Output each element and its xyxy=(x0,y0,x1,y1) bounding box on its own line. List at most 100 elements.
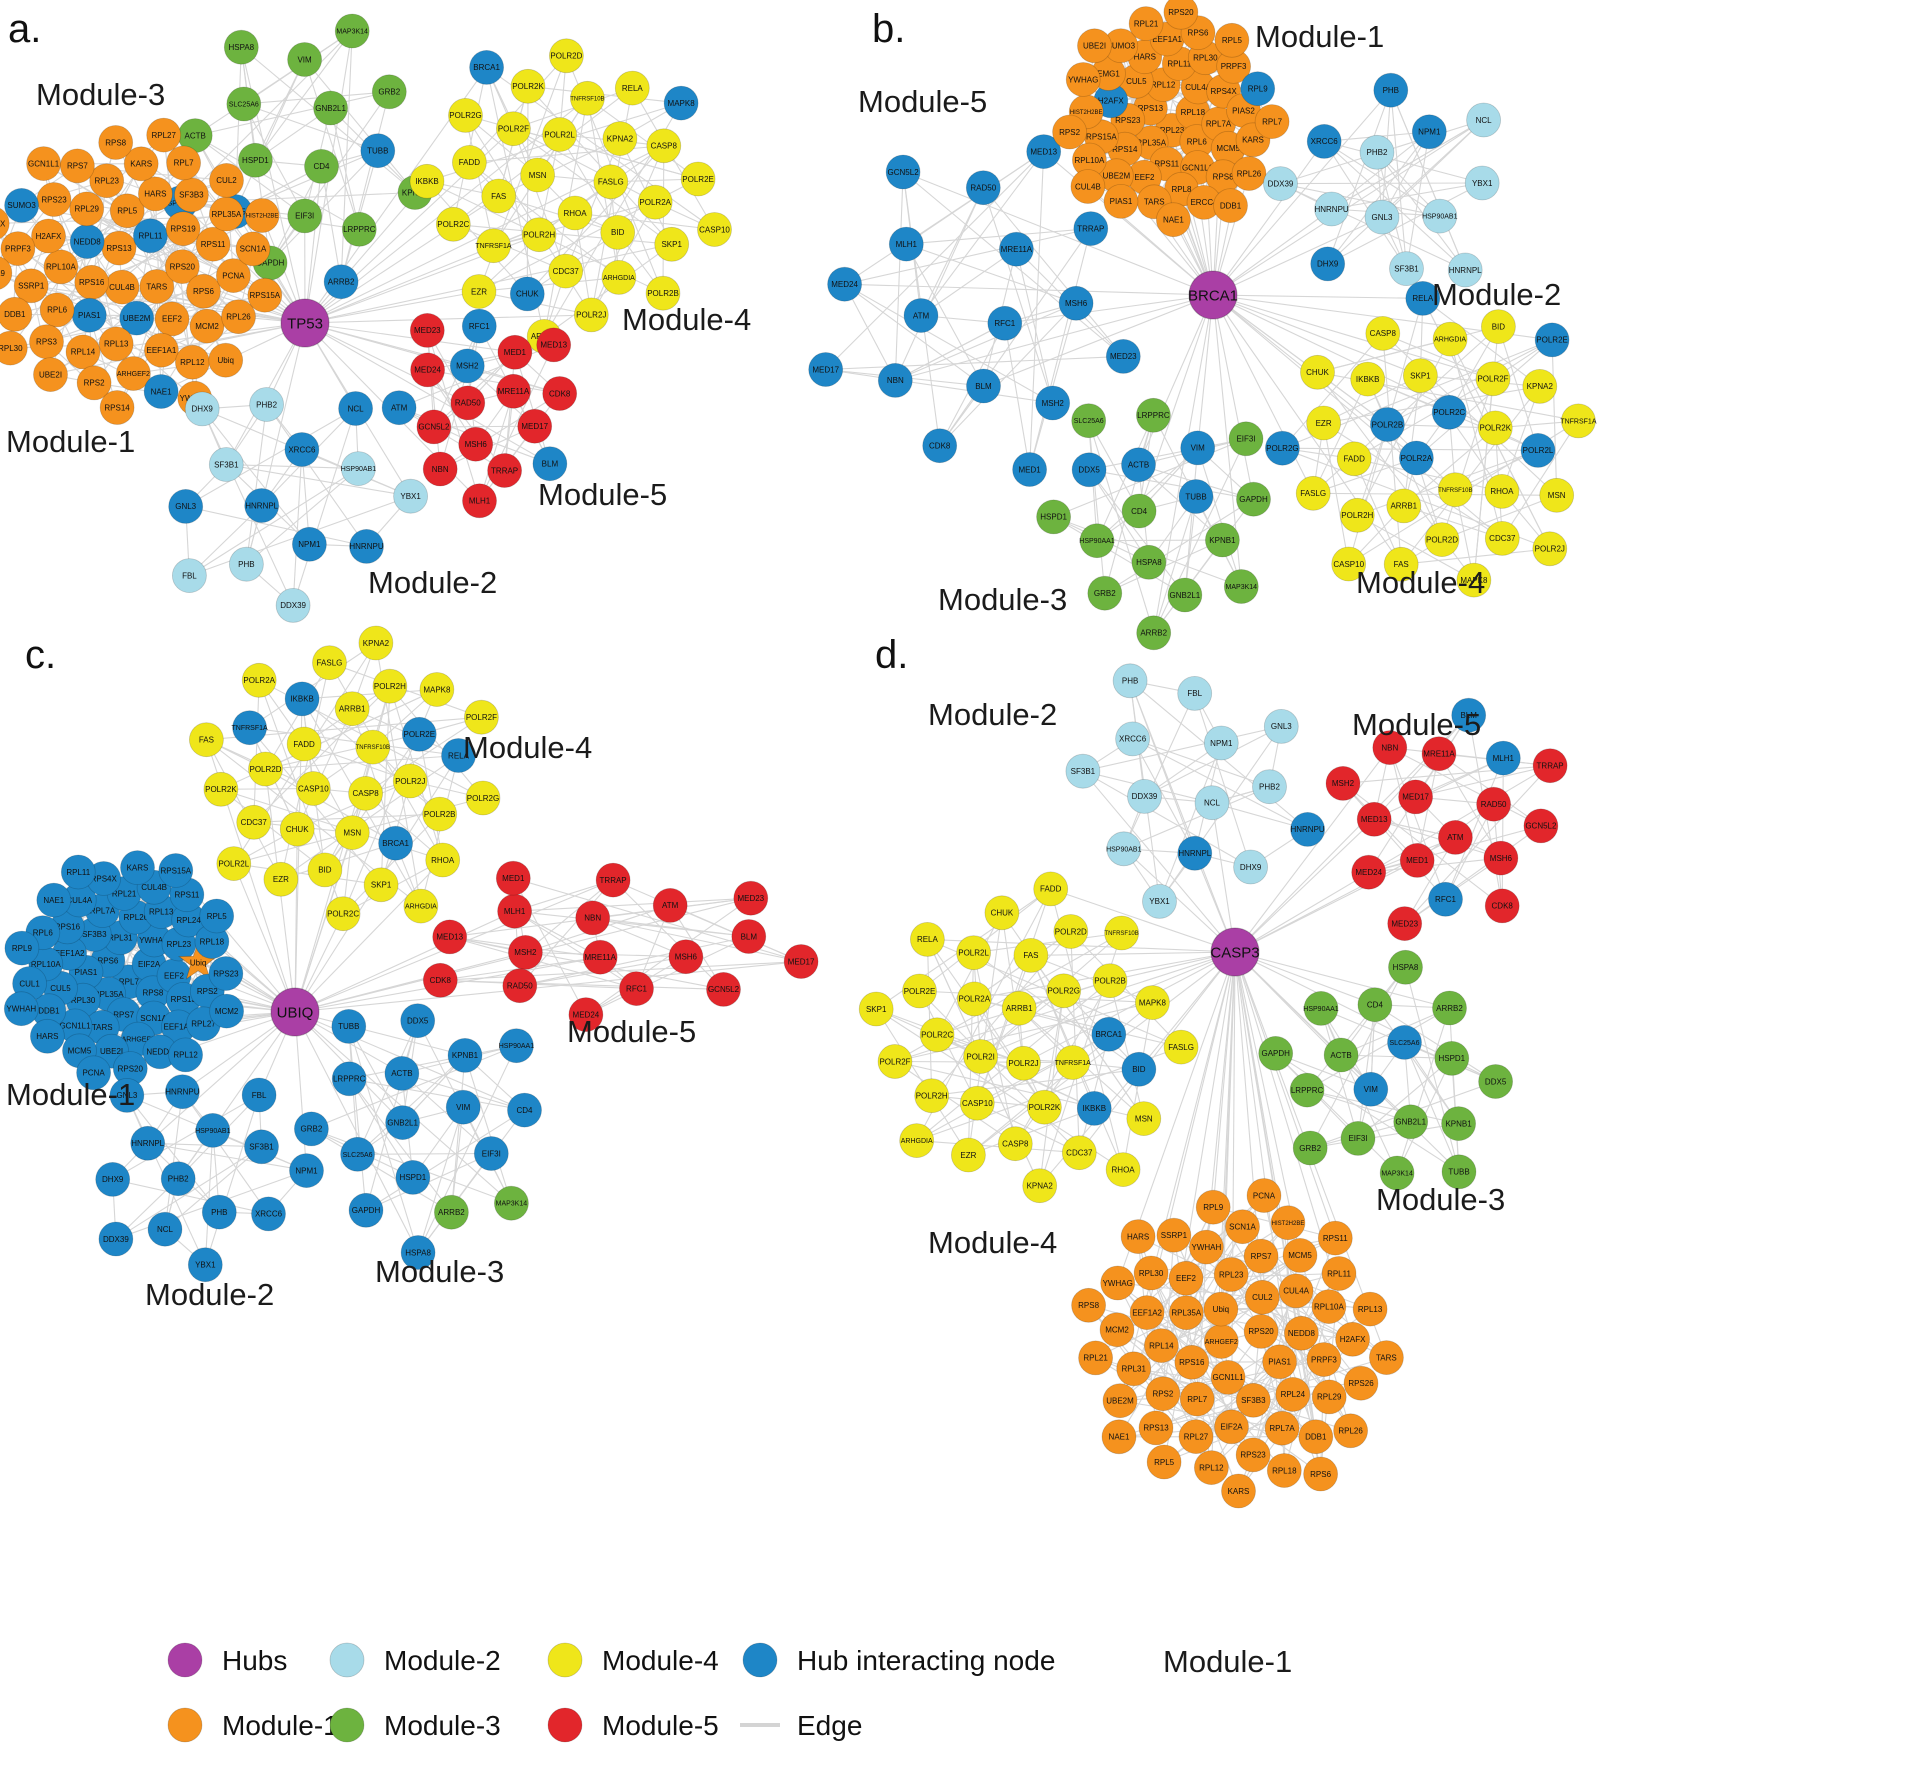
node-rps2: RPS2 xyxy=(1145,1376,1181,1412)
node-label: RPS3 xyxy=(36,338,57,347)
node-label: ARRB1 xyxy=(1006,1004,1033,1013)
node-label: DDB1 xyxy=(4,310,26,319)
edge xyxy=(1381,119,1484,218)
node-gnb2l1: GNB2L1 xyxy=(313,90,349,126)
node-circle xyxy=(510,68,546,104)
node-circle xyxy=(450,385,486,421)
node-label: RPL30 xyxy=(1193,54,1218,63)
node-grb2: GRB2 xyxy=(371,74,407,110)
node-circle xyxy=(549,38,584,74)
node-tubb: TUBB xyxy=(360,133,396,169)
node-rfc1: RFC1 xyxy=(619,971,654,1006)
node-label: RPS15A xyxy=(1086,133,1117,142)
node-tubb: TUBB xyxy=(1441,1154,1477,1190)
node-circle xyxy=(60,854,96,890)
edge xyxy=(10,343,117,349)
node-label: FADD xyxy=(293,740,315,749)
node-circle xyxy=(495,860,531,896)
node-circle xyxy=(109,193,145,229)
node-circle xyxy=(1077,28,1112,64)
node-cd4: CD4 xyxy=(507,1092,542,1128)
node-polr2g: POLR2G xyxy=(465,780,501,816)
node-slc25a6: SLC25A6 xyxy=(1071,403,1107,439)
node-circle xyxy=(1167,577,1203,613)
node-circle xyxy=(1121,493,1157,529)
node-label: MED23 xyxy=(737,894,764,903)
node-polr2l: POLR2L xyxy=(1520,432,1556,468)
edge xyxy=(1501,758,1504,906)
node-map3k14: MAP3K14 xyxy=(334,13,370,49)
node-circle xyxy=(1306,405,1341,441)
node-label: MRE11A xyxy=(584,953,616,962)
node-label: POLR2H xyxy=(374,682,406,691)
node-circle xyxy=(1321,1256,1357,1291)
edge xyxy=(968,1107,1095,1156)
edge xyxy=(1306,1089,1459,1125)
node-label: ARHGDIA xyxy=(405,904,437,911)
node-label: HIST2H2BE xyxy=(246,214,279,220)
edge xyxy=(147,1142,307,1172)
node-vim: VIM xyxy=(1353,1071,1389,1107)
node-label: CUL5 xyxy=(50,984,71,993)
node-circle xyxy=(1264,1410,1300,1446)
edge xyxy=(1030,951,1236,956)
node-eif3i: EIF3I xyxy=(1228,421,1264,457)
node-med1: MED1 xyxy=(495,860,531,896)
node-rpl14: RPL14 xyxy=(1144,1328,1179,1363)
node-label: RPL12 xyxy=(180,358,205,367)
edge xyxy=(977,1033,1110,1104)
node-tnfrsf1a: TNFRSF1A xyxy=(232,710,268,746)
node-rps16: RPS16 xyxy=(1174,1344,1210,1380)
node-label: MSN xyxy=(343,828,361,837)
legend-label-hub-interacting-node: Hub interacting node xyxy=(797,1645,1055,1676)
node-circle xyxy=(1243,1238,1279,1274)
node-ddx39: DDX39 xyxy=(1263,166,1298,202)
node-polr2j: POLR2J xyxy=(1006,1045,1041,1081)
edge xyxy=(1389,747,1447,900)
node-circle xyxy=(1178,1419,1214,1454)
node-circle xyxy=(400,1235,436,1270)
node-mlh1: MLH1 xyxy=(462,483,497,519)
node-med17: MED17 xyxy=(517,408,553,444)
node-circle xyxy=(1333,1413,1368,1449)
node-polr2e: POLR2E xyxy=(1534,322,1570,358)
node-gnl3: GNL3 xyxy=(1263,709,1299,744)
node-faslg: FASLG xyxy=(593,164,629,200)
node-label: VIM xyxy=(456,1103,471,1112)
node-circle xyxy=(1325,766,1361,801)
node-rpl35a: RPL35A xyxy=(1168,1295,1204,1331)
node-circle xyxy=(235,231,271,267)
node-circle xyxy=(341,211,377,247)
node-label: CASP10 xyxy=(298,784,329,793)
node-circle xyxy=(0,207,10,240)
node-label: MLH1 xyxy=(504,907,526,916)
node-circle xyxy=(1174,1344,1210,1380)
node-rps2: RPS2 xyxy=(76,365,112,401)
edge xyxy=(348,1026,419,1253)
node-rps23: RPS23 xyxy=(208,956,244,991)
edge xyxy=(1153,294,1214,633)
node-label: MAPK8 xyxy=(423,685,451,694)
node-circle xyxy=(186,273,221,309)
node-label: PIAS1 xyxy=(75,968,98,977)
node-gapdh: GAPDH xyxy=(1258,1036,1294,1071)
node-label: EIF2A xyxy=(1220,1423,1243,1432)
node-fbl: FBL xyxy=(241,1077,277,1113)
node-arrb2: ARRB2 xyxy=(1136,615,1172,651)
node-circle xyxy=(1485,740,1521,776)
node-pcna: PCNA xyxy=(76,1055,111,1091)
node-label: DDX39 xyxy=(103,1235,129,1244)
node-label: KARS xyxy=(1228,1487,1250,1496)
node-circle xyxy=(43,249,79,285)
node-circle xyxy=(575,900,611,936)
node-label: TRRAP xyxy=(1077,224,1104,233)
node-circle xyxy=(1071,403,1107,439)
edge xyxy=(939,302,1077,447)
node-circle xyxy=(232,710,268,746)
node-label: CUL4A xyxy=(1283,1287,1309,1296)
node-eef2: EEF2 xyxy=(1168,1260,1204,1296)
node-mlh1: MLH1 xyxy=(888,226,924,262)
node-label: ARRB2 xyxy=(1436,1004,1463,1013)
node-label: MAPK8 xyxy=(668,99,696,108)
node-label: GRB2 xyxy=(1094,589,1116,598)
